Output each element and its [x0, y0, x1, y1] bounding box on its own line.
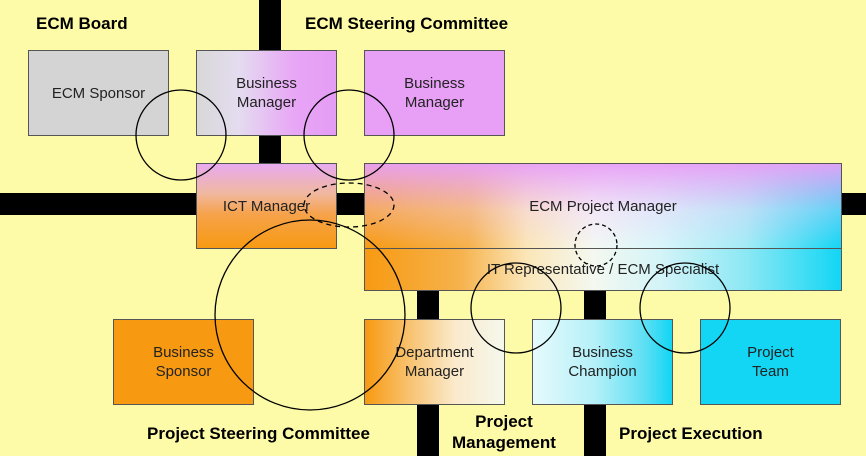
box-business-champion: Business Champion: [532, 319, 673, 405]
circle-project-steering-link: [214, 219, 406, 411]
label-ecm-steering-committee: ECM Steering Committee: [305, 14, 509, 33]
box-business-manager-1: Business Manager: [196, 50, 337, 136]
label-project-steering-committee: Project Steering Committee: [147, 424, 370, 443]
label-project-management: Project Management: [452, 412, 556, 452]
box-department-manager: Department Manager: [364, 319, 505, 405]
box-ecm-project-manager: ECM Project Manager: [364, 163, 842, 249]
box-ict-manager: ICT Manager: [196, 163, 337, 249]
box-project-team: Project Team: [700, 319, 841, 405]
circle-sponsor-manager-link: [135, 89, 227, 181]
box-ecm-sponsor: ECM Sponsor: [28, 50, 169, 136]
circle-manager-ict-link: [303, 89, 395, 181]
circle-center-link: [574, 223, 618, 267]
circle-champion-it-link: [639, 262, 731, 354]
circle-department-it-link: [470, 262, 562, 354]
circle-ict-project-manager-link: [303, 182, 395, 228]
label-project-execution: Project Execution: [619, 424, 763, 443]
box-business-manager-2: Business Manager: [364, 50, 505, 136]
box-business-sponsor: Business Sponsor: [113, 319, 254, 405]
label-ecm-board: ECM Board: [36, 14, 128, 33]
